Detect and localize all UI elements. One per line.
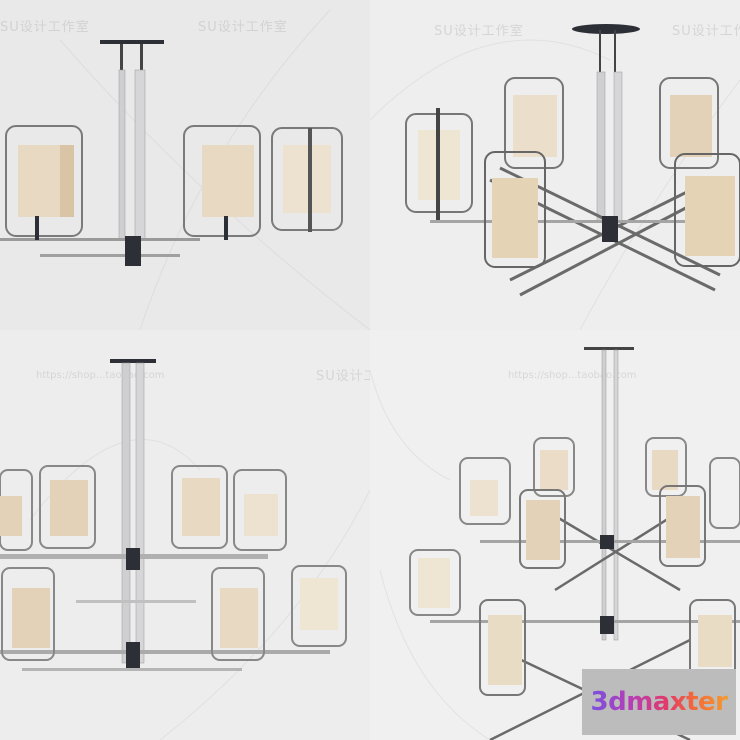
watermark-text: SU设计工作室 <box>198 20 288 35</box>
chandelier-panel-1: SU设计工作室 SU设计工作室 <box>0 0 370 330</box>
watermark-url: https://shop...taobao.com <box>508 370 637 381</box>
watermark-text: SU设计工作室 <box>672 24 740 39</box>
chandelier-2-illustration <box>370 24 740 330</box>
brand-badge: 3dmaxter <box>582 669 736 735</box>
watermark-url: https://shop...taobao.com <box>36 370 165 381</box>
chandelier-panel-4: https://shop...taobao.com <box>370 330 740 740</box>
brand-logo-text: 3dmaxter <box>590 687 729 717</box>
chandelier-1-illustration <box>0 9 370 330</box>
chandelier-panel-2: SU设计工作室 SU设计工作室 <box>370 0 740 330</box>
chandelier-3-illustration <box>0 359 370 740</box>
watermark-text: SU设计工作室 <box>434 24 524 39</box>
watermark-text: SU设计工作室 <box>0 20 90 35</box>
watermark-text: SU设计工作室 <box>316 369 370 384</box>
chandelier-panel-3: https://shop...taobao.com SU设计工作室 <box>0 330 370 740</box>
